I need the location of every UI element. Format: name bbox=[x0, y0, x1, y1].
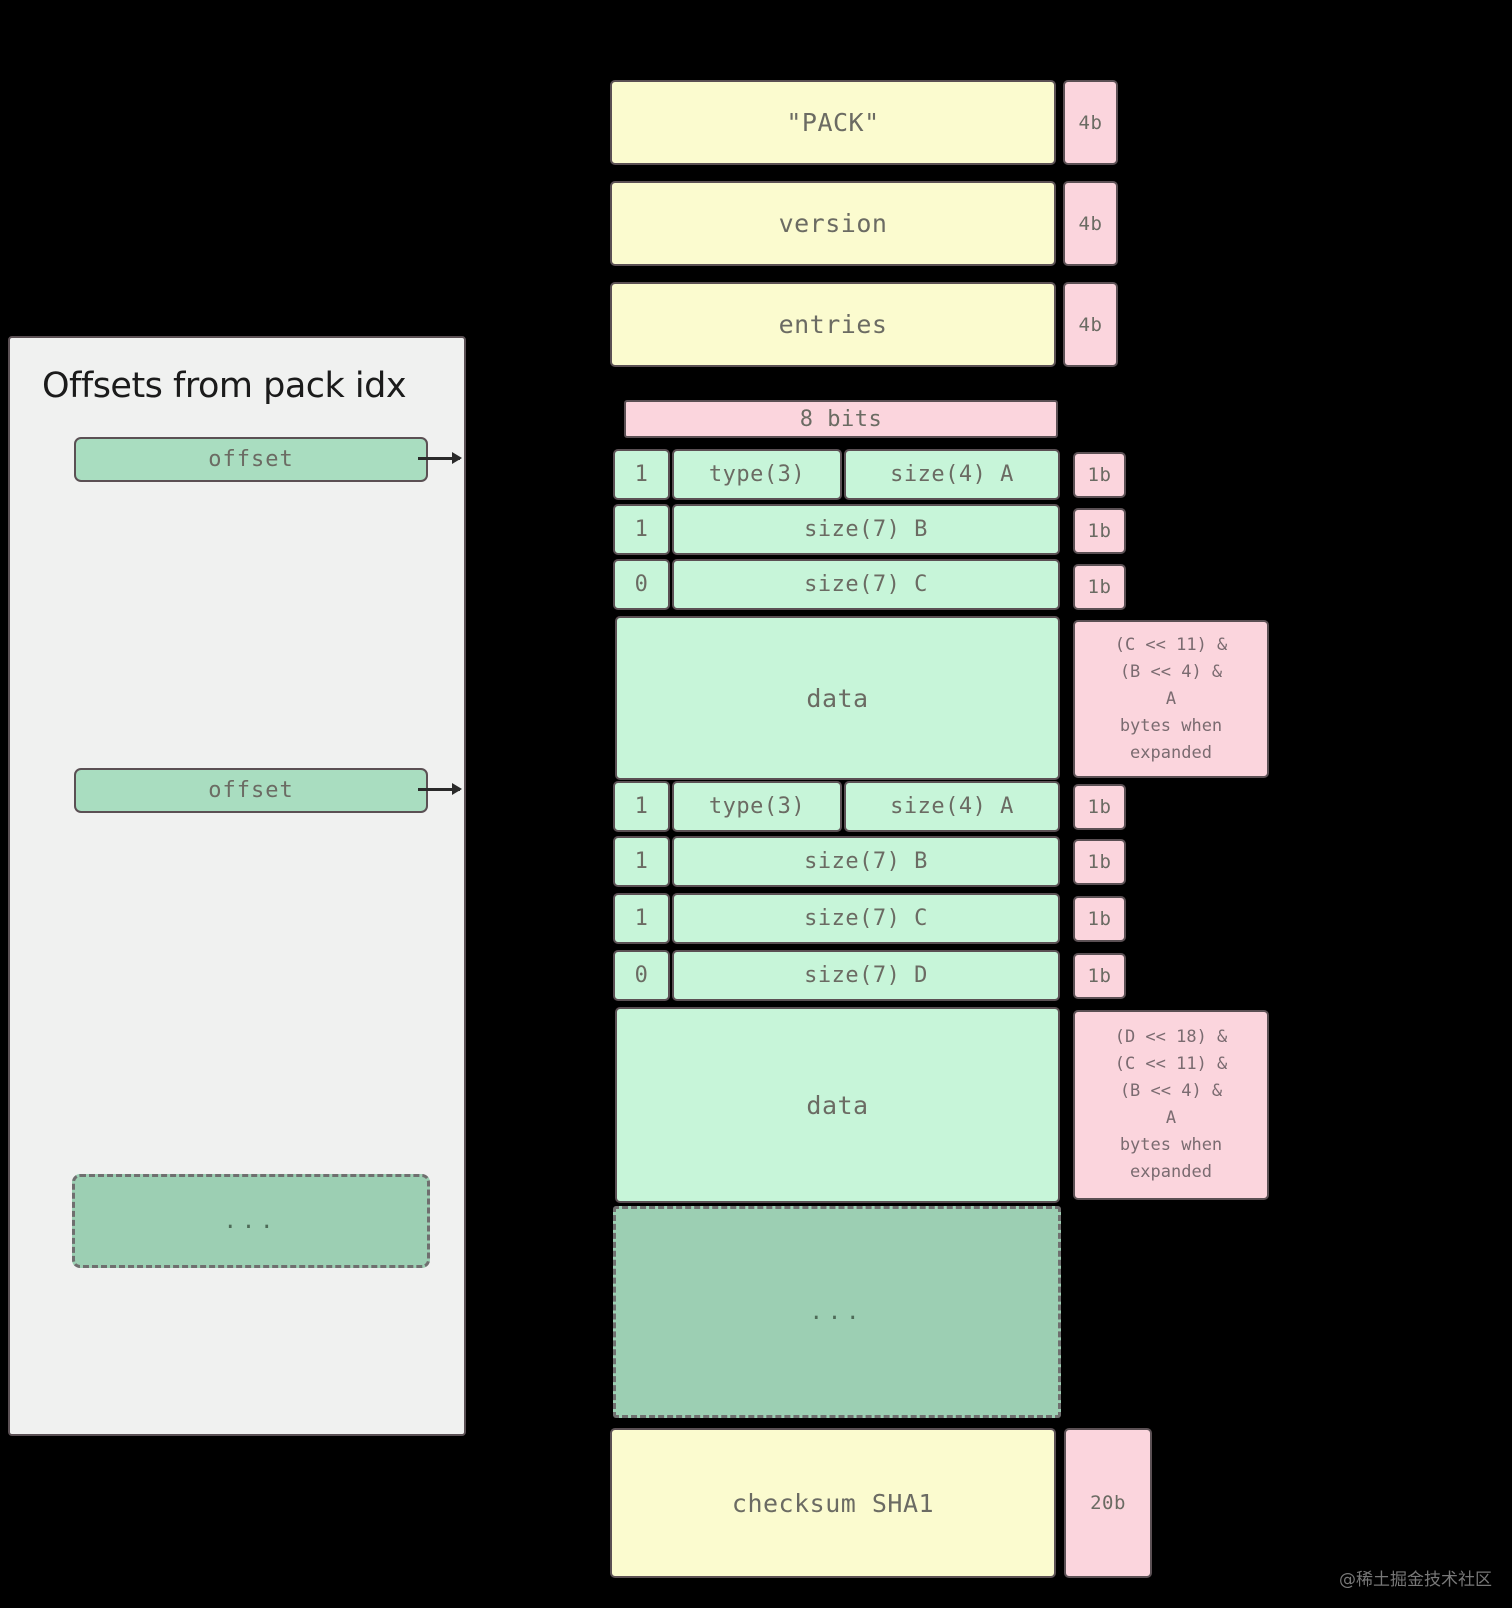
obj1-row3-flag: 0 bbox=[613, 559, 670, 610]
obj1-row1-bytesize: 1b bbox=[1073, 452, 1126, 498]
bits-caption: 8 bits bbox=[624, 400, 1058, 438]
pack-header-row-version: version bbox=[610, 181, 1056, 266]
obj2-row1-flag: 1 bbox=[613, 781, 670, 832]
pack-header-size-entries: 4b bbox=[1063, 282, 1118, 367]
obj2-row2-bytesize: 1b bbox=[1073, 839, 1126, 885]
obj1-row1-size: size(4) A bbox=[844, 449, 1060, 500]
obj2-row2-size: size(7) B bbox=[672, 836, 1060, 887]
watermark: @稀土掘金技术社区 bbox=[1339, 1570, 1492, 1590]
pack-header-size-version: 4b bbox=[1063, 181, 1118, 266]
pack-header-size-magic: 4b bbox=[1063, 80, 1118, 165]
pack-ellipsis-box: ... bbox=[613, 1206, 1061, 1418]
pack-header-row-magic: "PACK" bbox=[610, 80, 1056, 165]
offsets-panel: Offsets from pack idx offset offset ... bbox=[8, 336, 466, 1436]
obj2-row1-size: size(4) A bbox=[844, 781, 1060, 832]
connector-arrow-2 bbox=[452, 783, 462, 795]
obj1-row1-flag: 1 bbox=[613, 449, 670, 500]
obj1-data-block: data bbox=[615, 616, 1060, 780]
obj1-row1-type: type(3) bbox=[672, 449, 842, 500]
checksum-row: checksum SHA1 bbox=[610, 1428, 1056, 1578]
checksum-size: 20b bbox=[1064, 1428, 1152, 1578]
obj1-row3-size: size(7) C bbox=[672, 559, 1060, 610]
obj2-row1-bytesize: 1b bbox=[1073, 784, 1126, 830]
obj2-row3-bytesize: 1b bbox=[1073, 896, 1126, 942]
connector-line-2 bbox=[418, 788, 460, 791]
offset-entry-2[interactable]: offset bbox=[74, 768, 428, 813]
obj2-row4-flag: 0 bbox=[613, 950, 670, 1001]
obj2-expansion-note: (D << 18) & (C << 11) & (B << 4) & A byt… bbox=[1073, 1010, 1269, 1200]
obj1-row2-bytesize: 1b bbox=[1073, 508, 1126, 554]
page-title: Offsets from pack idx bbox=[42, 366, 407, 406]
obj1-row3-bytesize: 1b bbox=[1073, 564, 1126, 610]
obj2-row3-size: size(7) C bbox=[672, 893, 1060, 944]
obj1-row2-flag: 1 bbox=[613, 504, 670, 555]
connector-arrow-1 bbox=[452, 452, 462, 464]
obj2-row1-type: type(3) bbox=[672, 781, 842, 832]
obj1-row2-size: size(7) B bbox=[672, 504, 1060, 555]
obj2-row3-flag: 1 bbox=[613, 893, 670, 944]
obj2-data-block: data bbox=[615, 1007, 1060, 1203]
connector-line-1 bbox=[418, 457, 460, 460]
offset-entry-1[interactable]: offset bbox=[74, 437, 428, 482]
obj2-row4-bytesize: 1b bbox=[1073, 953, 1126, 999]
obj1-expansion-note: (C << 11) & (B << 4) & A bytes when expa… bbox=[1073, 620, 1269, 778]
obj2-row2-flag: 1 bbox=[613, 836, 670, 887]
obj2-row4-size: size(7) D bbox=[672, 950, 1060, 1001]
offset-ellipsis-box: ... bbox=[72, 1174, 430, 1268]
pack-header-row-entries: entries bbox=[610, 282, 1056, 367]
